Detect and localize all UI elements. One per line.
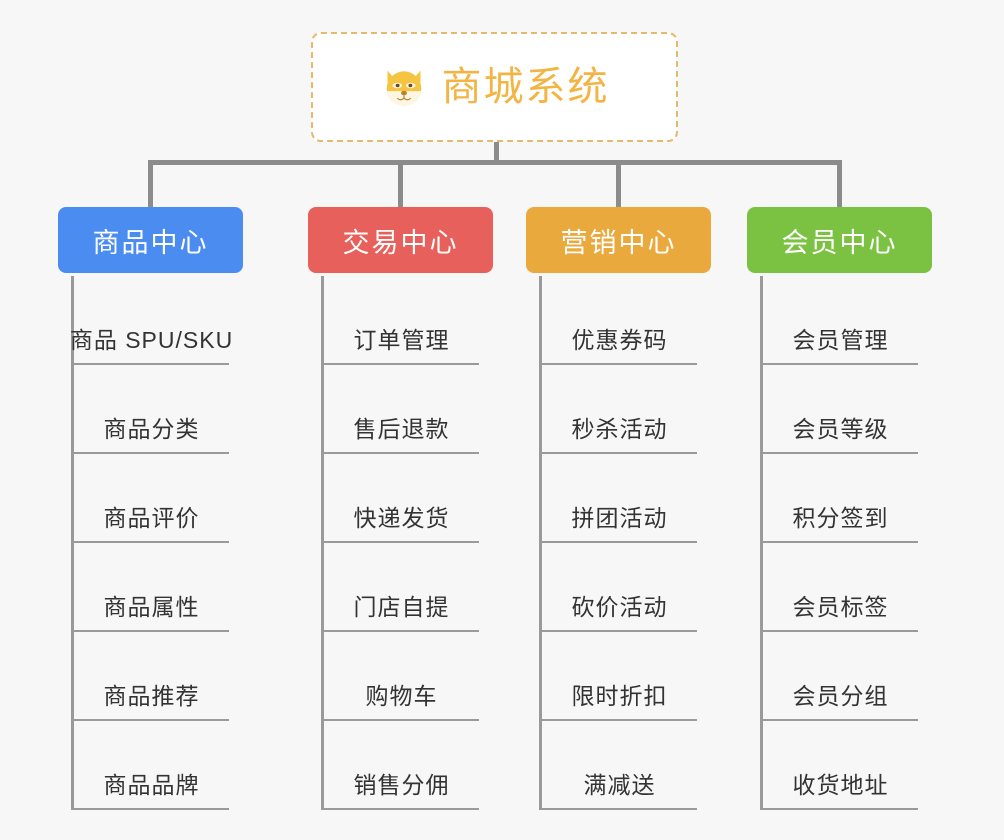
leaf-item[interactable]: 积分签到 xyxy=(763,454,918,543)
leaf-item-label: 砍价活动 xyxy=(571,594,668,621)
connector-bus xyxy=(148,160,842,165)
leaf-item[interactable]: 秒杀活动 xyxy=(542,365,697,454)
leaf-item-label: 商品推荐 xyxy=(103,683,200,710)
leaf-item[interactable]: 砍价活动 xyxy=(542,543,697,632)
leaf-item-label: 门店自提 xyxy=(353,594,450,621)
connector-drop-2 xyxy=(398,160,403,207)
leaf-item-label: 购物车 xyxy=(365,683,438,710)
leaf-item-label: 优惠券码 xyxy=(571,327,668,354)
leaf-item[interactable]: 会员等级 xyxy=(763,365,918,454)
leaf-item-label: 会员等级 xyxy=(792,416,889,443)
leaf-column-products: 商品 SPU/SKU 商品分类商品评价商品属性商品推荐商品品牌 xyxy=(70,276,232,810)
leaf-item-label: 商品品牌 xyxy=(103,772,200,799)
leaf-item[interactable]: 满减送 xyxy=(542,721,697,810)
category-title: 会员中心 xyxy=(781,227,898,258)
leaf-item-label: 售后退款 xyxy=(353,416,450,443)
leaf-item[interactable]: 收货地址 xyxy=(763,721,918,810)
leaf-item[interactable]: 售后退款 xyxy=(324,365,479,454)
leaf-item-label: 快递发货 xyxy=(353,505,450,532)
category-box-marketing[interactable]: 营销中心 xyxy=(526,207,711,273)
root-title: 商城系统 xyxy=(441,65,610,109)
leaf-item[interactable]: 商品 SPU/SKU xyxy=(70,276,232,365)
category-box-trade[interactable]: 交易中心 xyxy=(308,207,493,273)
connector-root-stem xyxy=(494,142,499,164)
leaf-item[interactable]: 商品属性 xyxy=(74,543,229,632)
leaf-item[interactable]: 商品分类 xyxy=(74,365,229,454)
leaf-item[interactable]: 商品推荐 xyxy=(74,632,229,721)
leaf-item-label: 满减送 xyxy=(583,772,656,799)
leaf-item-label: 商品分类 xyxy=(103,416,200,443)
dog-face-icon xyxy=(386,70,421,106)
leaf-item[interactable]: 优惠券码 xyxy=(542,276,697,365)
leaf-item-label: 收货地址 xyxy=(792,772,889,799)
category-box-products[interactable]: 商品中心 xyxy=(58,207,243,273)
leaf-item[interactable]: 购物车 xyxy=(324,632,479,721)
category-title: 交易中心 xyxy=(342,227,459,258)
connector-drop-4 xyxy=(837,160,842,207)
leaf-item[interactable]: 快递发货 xyxy=(324,454,479,543)
category-box-member[interactable]: 会员中心 xyxy=(747,207,932,273)
leaf-item[interactable]: 限时折扣 xyxy=(542,632,697,721)
leaf-item-label: 积分签到 xyxy=(792,505,889,532)
leaf-item-label: 秒杀活动 xyxy=(571,416,668,443)
leaf-item[interactable]: 门店自提 xyxy=(324,543,479,632)
leaf-item-label: 会员分组 xyxy=(792,683,889,710)
leaf-item[interactable]: 拼团活动 xyxy=(542,454,697,543)
leaf-item-label: 销售分佣 xyxy=(353,772,450,799)
category-title: 营销中心 xyxy=(560,227,677,258)
leaf-item[interactable]: 商品品牌 xyxy=(74,721,229,810)
leaf-item-label: 商品评价 xyxy=(103,505,200,532)
leaf-column-marketing: 优惠券码秒杀活动拼团活动砍价活动限时折扣满减送 xyxy=(539,276,697,810)
leaf-column-member: 会员管理会员等级积分签到会员标签会员分组收货地址 xyxy=(760,276,918,810)
connector-drop-3 xyxy=(616,160,621,207)
leaf-item[interactable]: 订单管理 xyxy=(324,276,479,365)
leaf-item-label: 商品 SPU/SKU xyxy=(69,327,234,354)
category-title: 商品中心 xyxy=(92,227,209,258)
leaf-column-trade: 订单管理售后退款快递发货门店自提购物车销售分佣 xyxy=(321,276,479,810)
leaf-item[interactable]: 会员分组 xyxy=(763,632,918,721)
leaf-item-label: 限时折扣 xyxy=(571,683,668,710)
leaf-item[interactable]: 商品评价 xyxy=(74,454,229,543)
leaf-item-label: 商品属性 xyxy=(103,594,200,621)
connector-drop-1 xyxy=(148,160,153,207)
leaf-item[interactable]: 销售分佣 xyxy=(324,721,479,810)
root-node[interactable]: 商城系统 xyxy=(311,32,678,142)
leaf-item-label: 会员管理 xyxy=(792,327,889,354)
leaf-item[interactable]: 会员管理 xyxy=(763,276,918,365)
leaf-item-label: 拼团活动 xyxy=(571,505,668,532)
leaf-item-label: 会员标签 xyxy=(792,594,889,621)
leaf-item[interactable]: 会员标签 xyxy=(763,543,918,632)
leaf-item-label: 订单管理 xyxy=(353,327,450,354)
